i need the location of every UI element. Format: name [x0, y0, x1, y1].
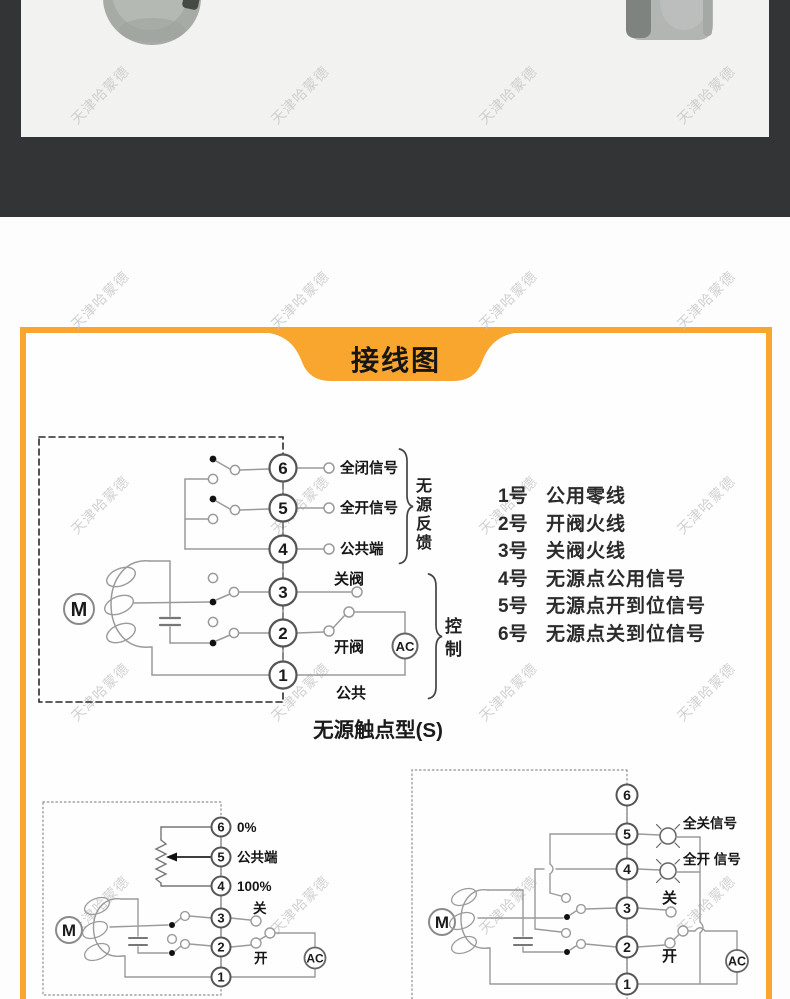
list-item: 4号无源点公用信号 — [498, 568, 687, 590]
list-item: 5号无源点开到位信号 — [498, 596, 707, 618]
svg-text:4: 4 — [217, 879, 225, 894]
list-item: 6号无源点关到位信号 — [498, 623, 707, 645]
svg-text:2: 2 — [623, 939, 631, 955]
svg-text:3: 3 — [217, 911, 224, 926]
capacitor — [513, 937, 533, 946]
svg-text:1: 1 — [278, 666, 287, 685]
list-item: 3号关阀火线 — [498, 541, 627, 563]
label-close: 关 — [662, 889, 677, 907]
banner-title: 接线图 — [350, 345, 441, 376]
label-open: 开 — [254, 951, 268, 966]
pot-terminals: 6 5 4 3 2 1 — [210, 816, 232, 988]
label-full-close-signal: 全关信号 — [682, 815, 737, 831]
label-full-close-signal: 全闭信号 — [339, 459, 398, 477]
main-diagram: M — [38, 436, 443, 703]
svg-text:4: 4 — [623, 861, 631, 877]
control-bracket-label: 控制 — [442, 617, 461, 663]
capacitor — [158, 616, 182, 627]
svg-text:1: 1 — [623, 976, 631, 992]
diagram-caption: 无源触点型(S) — [313, 719, 443, 742]
label-common-terminal: 公共端 — [340, 540, 384, 558]
ac-source-label: AC — [728, 955, 746, 969]
label-close-valve: 关阀 — [334, 570, 364, 588]
label-open-valve: 开阀 — [334, 638, 364, 656]
svg-text:6: 6 — [278, 459, 287, 478]
ac-source-label: AC — [396, 639, 415, 654]
lamp-terminals: 6 5 4 3 2 1 — [615, 783, 639, 996]
lamp-full-close — [636, 823, 701, 849]
feedback-brace — [398, 448, 414, 565]
label-close: 关 — [253, 900, 267, 916]
svg-text:3: 3 — [623, 900, 631, 916]
ac-source-label: AC — [306, 952, 324, 966]
dark-divider-band — [0, 137, 790, 217]
label-common: 公共 — [336, 685, 366, 702]
label-common-terminal: 公共端 — [237, 849, 278, 865]
list-item: 1号公用零线 — [498, 486, 627, 507]
feedback-bracket-label: 无源反馈 — [413, 477, 430, 553]
label-full-open-signal: 全开 信号 — [682, 851, 741, 867]
lamp-diagram: M — [411, 769, 749, 999]
svg-text:6: 6 — [623, 787, 631, 803]
wiring-panel — [20, 327, 772, 999]
svg-text:5: 5 — [623, 826, 631, 842]
metal-part-right — [626, 0, 713, 40]
label-100-percent: 100% — [237, 879, 272, 894]
metal-part-left — [103, 0, 201, 45]
motor-label: M — [435, 913, 449, 932]
svg-text:1: 1 — [217, 970, 224, 985]
main-terminals: 6 5 4 3 2 1 — [268, 453, 298, 690]
label-full-open-signal: 全开信号 — [339, 499, 398, 517]
capacitor — [128, 937, 148, 946]
banner-tab-shape — [262, 332, 522, 381]
svg-text:5: 5 — [217, 850, 224, 865]
svg-text:5: 5 — [278, 499, 287, 518]
motor-label: M — [62, 921, 76, 940]
label-0-percent: 0% — [237, 820, 257, 835]
svg-text:3: 3 — [278, 583, 287, 602]
svg-text:2: 2 — [217, 940, 224, 955]
terminal-description-list: 1号公用零线 2号开阀火线 3号关阀火线 4号无源点公用信号 5号无源点开到位信… — [498, 483, 706, 649]
list-item: 2号开阀火线 — [498, 513, 627, 535]
lamp-full-open — [636, 858, 701, 884]
potentiometer — [154, 826, 213, 887]
motor-label: M — [71, 599, 88, 621]
control-brace — [427, 573, 443, 700]
svg-text:6: 6 — [217, 820, 224, 835]
label-open: 开 — [662, 948, 677, 965]
svg-text:4: 4 — [278, 540, 288, 559]
svg-text:2: 2 — [278, 624, 287, 643]
pot-diagram: M — [42, 801, 327, 996]
